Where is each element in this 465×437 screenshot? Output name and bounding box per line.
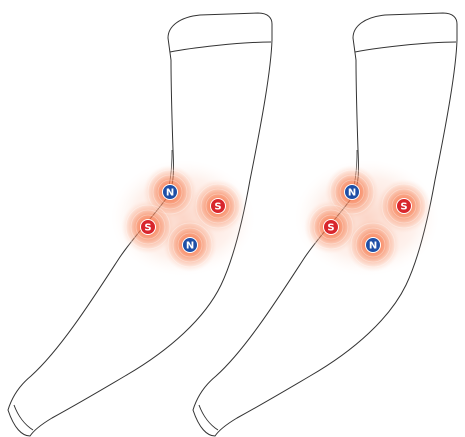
cuff-line <box>170 42 271 52</box>
pole-label: N <box>186 241 194 252</box>
hem-line <box>199 405 218 430</box>
pole-label: N <box>369 241 377 252</box>
pole-label: N <box>348 188 356 199</box>
north-magnet: N <box>163 218 217 272</box>
hem-line <box>14 405 33 430</box>
magnet-layer: N S S N N S S N <box>111 160 439 276</box>
pole-label: S <box>327 223 334 234</box>
pole-label: N <box>166 188 174 199</box>
right-sleeve-magnets: N S S N <box>295 160 439 276</box>
cuff-line <box>355 42 456 52</box>
north-magnet: N <box>346 218 400 272</box>
pole-label: S <box>144 223 151 234</box>
pole-label: S <box>214 202 221 213</box>
pole-label: S <box>400 202 407 213</box>
left-sleeve-magnets: N S S N <box>111 160 255 276</box>
